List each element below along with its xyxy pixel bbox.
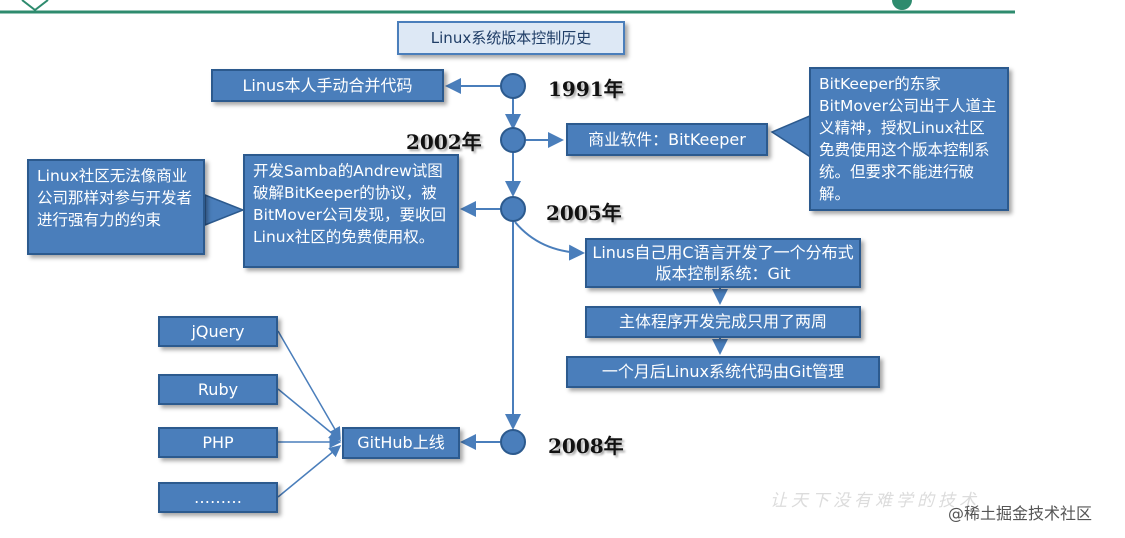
year-2005: 2005年 xyxy=(546,201,622,225)
header-logo-icon xyxy=(892,0,912,10)
connector-more xyxy=(277,445,342,498)
timeline-node-1991 xyxy=(500,73,526,99)
timeline-node-2005 xyxy=(500,196,526,222)
box-source-more: ……… xyxy=(158,482,278,513)
watermark-site: @稀土掘金技术社区 xyxy=(948,504,1093,523)
box-git-created: Linus自己用C语言开发了一个分布式版本控制系统：Git xyxy=(585,238,861,288)
connector-ruby xyxy=(277,388,342,441)
callout-pointer-bitkeeper xyxy=(770,113,813,160)
callout-bitkeeper: BitKeeper的东家BitMover公司出于人道主义精神，授权Linux社区… xyxy=(809,67,1009,211)
year-2008: 2008年 xyxy=(548,434,624,458)
diagram-title: Linux系统版本控制历史 xyxy=(397,21,625,55)
connector-jquery xyxy=(277,330,341,440)
box-bitkeeper: 商业软件：BitKeeper xyxy=(566,123,768,156)
callout-pointer-linux-community xyxy=(204,193,246,227)
box-two-weeks: 主体程序开发完成只用了两周 xyxy=(585,306,861,338)
timeline-node-2008 xyxy=(500,429,526,455)
box-linus-manual-merge: Linus本人手动合并代码 xyxy=(211,69,444,102)
arrow-2005-git xyxy=(514,221,585,261)
timeline-node-2002 xyxy=(500,127,526,153)
box-source-ruby: Ruby xyxy=(158,374,278,405)
year-1991: 1991年 xyxy=(548,77,624,101)
box-samba-andrew: 开发Samba的Andrew试图破解BitKeeper的协议，被BitMover… xyxy=(243,154,459,268)
box-source-jquery: jQuery xyxy=(158,316,278,347)
watermark-slogan: 让天下没有难学的技术 xyxy=(770,491,980,511)
callout-linux-community: Linux社区无法像商业公司那样对参与开发者进行强有力的约束 xyxy=(27,159,205,255)
box-source-php: PHP xyxy=(158,427,278,458)
header-chevron-icon xyxy=(21,0,49,12)
box-github-online: GitHub上线 xyxy=(342,427,460,459)
box-one-month-git: 一个月后Linux系统代码由Git管理 xyxy=(566,356,880,388)
year-2002: 2002年 xyxy=(406,130,482,154)
